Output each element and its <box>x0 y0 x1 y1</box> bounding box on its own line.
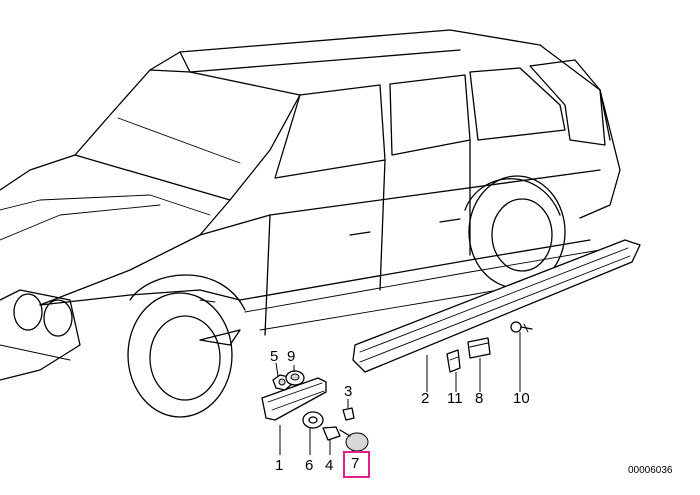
callout-7[interactable]: 7 <box>351 455 360 472</box>
callout-2[interactable]: 2 <box>421 390 430 407</box>
callout-5[interactable]: 5 <box>270 348 279 365</box>
callout-4[interactable]: 4 <box>325 457 334 474</box>
leader-lines <box>275 332 521 455</box>
image-code: 00006036 <box>628 465 673 476</box>
retainer-part-8 <box>467 337 491 359</box>
side-sill-strip <box>352 239 641 373</box>
car-outline <box>0 29 621 418</box>
callout-8[interactable]: 8 <box>475 390 484 407</box>
bolt-part-4 <box>322 426 341 441</box>
screw-part-3 <box>342 399 355 421</box>
clip-part-11 <box>446 349 461 373</box>
callout-10[interactable]: 10 <box>513 390 530 407</box>
callout-1[interactable]: 1 <box>275 457 284 474</box>
callout-6[interactable]: 6 <box>305 457 314 474</box>
selected-callout-highlight <box>343 451 370 478</box>
callout-11[interactable]: 11 <box>447 390 463 407</box>
plug-part-7 <box>339 429 369 452</box>
front-sill-strip <box>261 377 327 421</box>
grommet-part-9 <box>285 370 305 386</box>
washer-part-6 <box>302 411 324 429</box>
rivet-part-10 <box>510 321 533 333</box>
callout-3[interactable]: 3 <box>344 383 353 400</box>
callout-9[interactable]: 9 <box>287 348 296 365</box>
